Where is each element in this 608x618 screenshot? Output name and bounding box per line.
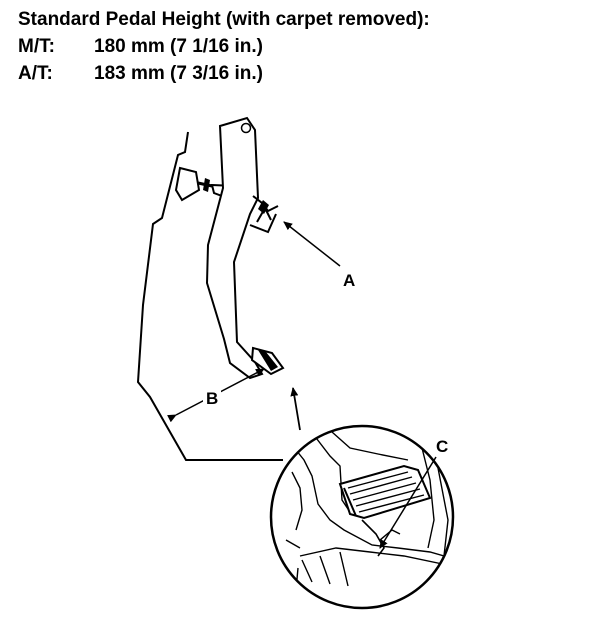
pedal-bracket xyxy=(174,166,201,202)
spec-value-mt: 180 mm (7 1/16 in.) xyxy=(94,36,263,57)
spec-row-mt: M/T: 180 mm (7 1/16 in.) xyxy=(18,33,430,60)
spec-block: Standard Pedal Height (with carpet remov… xyxy=(18,6,430,87)
spec-value-at: 183 mm (7 3/16 in.) xyxy=(94,63,263,84)
spec-title: Standard Pedal Height (with carpet remov… xyxy=(18,9,430,30)
leader-c xyxy=(379,456,437,549)
callout-a: A xyxy=(343,271,355,290)
callout-b: B xyxy=(206,389,218,408)
firewall-outline xyxy=(136,131,283,461)
spec-label-at: A/T: xyxy=(18,63,53,84)
inset-arrow xyxy=(290,387,301,431)
pedal-pivot xyxy=(240,122,252,134)
pedal-arm xyxy=(205,116,264,380)
spec-row-at: A/T: 183 mm (7 3/16 in.) xyxy=(18,60,430,87)
detail-inset xyxy=(269,424,455,610)
leader-a xyxy=(283,221,341,267)
spec-label-mt: M/T: xyxy=(18,36,55,57)
callout-c: C xyxy=(436,437,448,456)
